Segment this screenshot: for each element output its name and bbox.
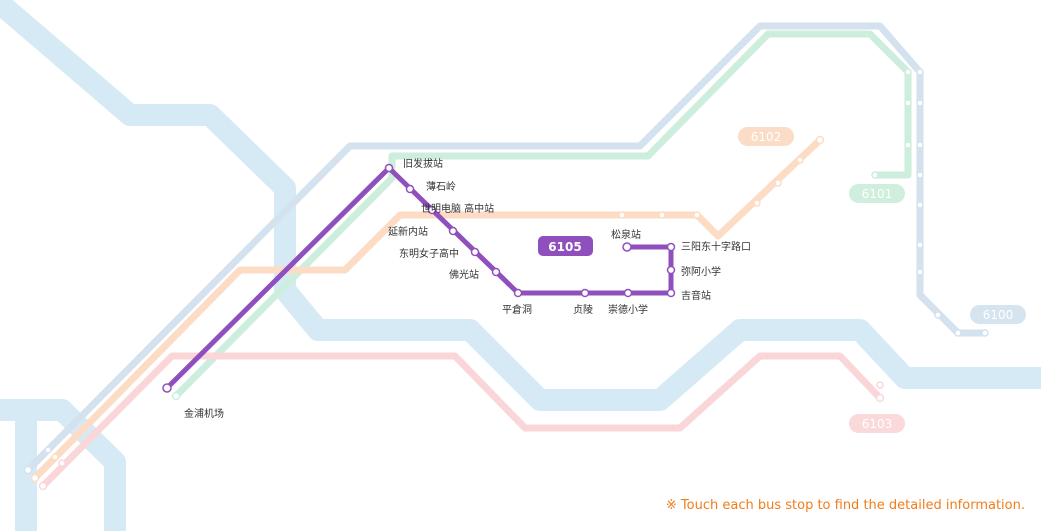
- stop-label[interactable]: 三阳东十字路口: [681, 240, 751, 253]
- stop-label[interactable]: 世明电脑 高中站: [421, 202, 494, 215]
- stop-yanxinnei[interactable]: [448, 226, 458, 236]
- route-6100-stop[interactable]: [916, 268, 924, 276]
- route-6100-stop[interactable]: [916, 141, 924, 149]
- route-6105-line: [164, 165, 674, 391]
- route-6102-stop[interactable]: [753, 199, 761, 207]
- stop-label[interactable]: 松泉站: [611, 228, 641, 241]
- route-6105-stops: [162, 163, 676, 393]
- shared-stop[interactable]: [58, 459, 66, 467]
- route-6101-stop[interactable]: [871, 171, 879, 179]
- badge-6100-label: 6100: [983, 308, 1014, 322]
- stop-label[interactable]: 东明女子高中: [399, 247, 459, 260]
- badge-6103[interactable]: 6103: [849, 414, 905, 433]
- stop-label[interactable]: 薄石岭: [426, 180, 456, 193]
- stop-label[interactable]: 崇德小学: [608, 303, 648, 316]
- route-6102-stop[interactable]: [30, 473, 40, 483]
- stop-label[interactable]: 平倉洞: [502, 303, 532, 316]
- badge-6105-label: 6105: [548, 240, 581, 254]
- route-6100-stop[interactable]: [916, 99, 924, 107]
- route-6100-stop[interactable]: [916, 241, 924, 249]
- stop-label[interactable]: 贞陵: [573, 303, 593, 316]
- badge-6101-label: 6101: [862, 187, 893, 201]
- route-6100-stop[interactable]: [916, 68, 924, 76]
- route-6105: 6105 旧发拔站 薄石岭 世明电脑 高中站 延新内站 东明女子高中 佛光站: [162, 157, 751, 420]
- route-6100-stop[interactable]: [934, 311, 942, 319]
- route-6102-line: [31, 136, 824, 482]
- stop-chongde[interactable]: [623, 288, 633, 298]
- stop-zhenling[interactable]: [580, 288, 590, 298]
- route-6100-stop[interactable]: [916, 171, 924, 179]
- stop-jiyin[interactable]: [666, 288, 676, 298]
- notice-text: ※ Touch each bus stop to find the detail…: [665, 498, 1025, 513]
- badge-6103-label: 6103: [862, 417, 893, 431]
- route-6101-stop[interactable]: [904, 141, 912, 149]
- stop-shimingdiannao[interactable]: [427, 205, 437, 215]
- badge-6102-label: 6102: [751, 130, 782, 144]
- route-6103-line: [39, 352, 884, 490]
- badge-6100[interactable]: 6100: [970, 305, 1026, 324]
- badge-6101[interactable]: 6101: [849, 184, 905, 203]
- route-6102-stop[interactable]: [796, 156, 804, 164]
- route-6103-stop[interactable]: [876, 381, 884, 389]
- stop-label[interactable]: 延新内站: [388, 225, 428, 238]
- route-6103-stop[interactable]: [875, 393, 885, 403]
- route-6100-line: [24, 22, 989, 474]
- route-6100-stop[interactable]: [916, 201, 924, 209]
- stop-label[interactable]: 吉音站: [681, 289, 711, 302]
- stop-jinpu-airport[interactable]: [162, 383, 172, 393]
- route-6100-stop[interactable]: [954, 329, 962, 337]
- route-6103-stop[interactable]: [38, 481, 48, 491]
- badge-6105[interactable]: 6105: [538, 236, 593, 256]
- route-6102-stop[interactable]: [815, 135, 825, 145]
- stop-jiufabazhan[interactable]: [384, 163, 394, 173]
- route-6102-stop[interactable]: [774, 179, 782, 187]
- route-6100-stop[interactable]: [981, 329, 989, 337]
- stop-label[interactable]: 金浦机场: [184, 407, 224, 420]
- stop-dongming[interactable]: [470, 247, 480, 257]
- stop-pingcangdong[interactable]: [513, 288, 523, 298]
- route-6105-labels: 旧发拔站 薄石岭 世明电脑 高中站 延新内站 东明女子高中 佛光站 平倉洞 贞陵…: [184, 157, 751, 420]
- route-6102-stop[interactable]: [693, 211, 701, 219]
- badge-6102[interactable]: 6102: [738, 127, 794, 146]
- route-6102-stop[interactable]: [618, 211, 626, 219]
- stop-foguang[interactable]: [491, 267, 501, 277]
- river-upper: [0, 0, 1041, 411]
- route-6101-stop[interactable]: [904, 99, 912, 107]
- stop-sanyang[interactable]: [666, 242, 676, 252]
- stop-label[interactable]: 佛光站: [449, 268, 479, 281]
- route-6101-stop[interactable]: [171, 391, 181, 401]
- stop-songquan[interactable]: [622, 242, 632, 252]
- stop-miaxiaoxue[interactable]: [666, 265, 676, 275]
- shared-stop[interactable]: [44, 446, 52, 454]
- shared-stop[interactable]: [51, 453, 59, 461]
- other-route-stops: [23, 68, 989, 491]
- route-6102-stop[interactable]: [658, 211, 666, 219]
- stop-label[interactable]: 弥阿小学: [681, 265, 721, 278]
- stop-boshiling[interactable]: [405, 184, 415, 194]
- route-6101-stop[interactable]: [904, 68, 912, 76]
- stop-label[interactable]: 旧发拔站: [403, 157, 443, 170]
- route-6100-stop[interactable]: [23, 465, 33, 475]
- other-routes: [24, 22, 989, 490]
